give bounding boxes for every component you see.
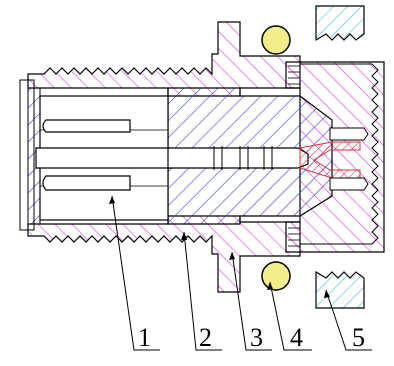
leader-arrows	[109, 196, 330, 298]
pin-bottom	[42, 175, 131, 191]
o-ring-bottom	[261, 261, 291, 291]
o-rings	[261, 25, 291, 291]
callout-4: 4	[290, 323, 303, 352]
callout-1: 1	[138, 323, 151, 352]
callout-2: 2	[199, 323, 212, 352]
callout-5: 5	[352, 323, 365, 352]
leader-lines	[111, 195, 372, 351]
contact-pins	[35, 119, 361, 191]
coupling-nut	[315, 5, 365, 309]
callout-3: 3	[250, 323, 263, 352]
o-ring-top	[261, 25, 291, 55]
pin-middle	[35, 147, 173, 169]
face-contacts	[329, 127, 369, 191]
pin-top	[42, 119, 131, 133]
